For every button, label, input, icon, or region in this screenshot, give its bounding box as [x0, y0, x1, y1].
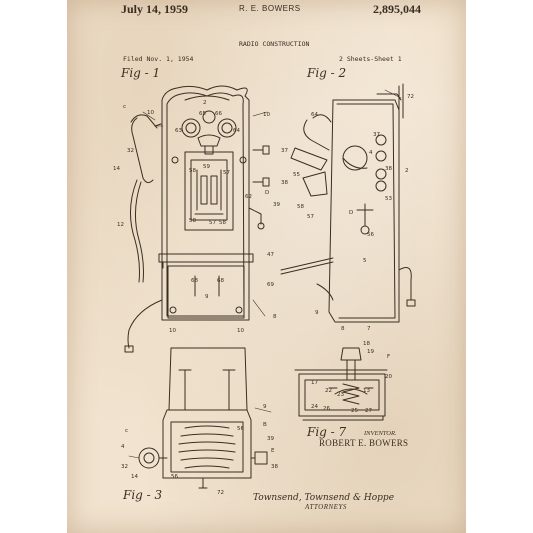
svg-text:12: 12 — [117, 222, 124, 228]
svg-text:20: 20 — [385, 374, 392, 380]
svg-text:14: 14 — [113, 166, 120, 172]
svg-text:10: 10 — [263, 112, 270, 118]
fig2-label: Fig - 2 — [307, 66, 347, 80]
svg-text:58: 58 — [219, 220, 226, 226]
svg-text:9: 9 — [315, 310, 319, 316]
svg-text:4: 4 — [121, 444, 125, 450]
inventor-label: INVENTOR. — [364, 430, 397, 437]
svg-text:24: 24 — [311, 404, 318, 410]
svg-text:17: 17 — [311, 380, 318, 386]
svg-text:56: 56 — [171, 474, 178, 480]
svg-text:39: 39 — [273, 202, 280, 208]
svg-text:55: 55 — [293, 172, 300, 178]
svg-text:D: D — [349, 210, 353, 216]
svg-text:9: 9 — [263, 404, 267, 410]
svg-text:65: 65 — [199, 111, 206, 117]
svg-text:2: 2 — [203, 100, 207, 106]
svg-text:37: 37 — [373, 132, 380, 138]
svg-text:c: c — [125, 428, 128, 434]
svg-text:8: 8 — [273, 314, 277, 320]
fig3-drawing — [139, 348, 267, 488]
svg-text:7: 7 — [367, 326, 371, 332]
svg-text:37: 37 — [281, 148, 288, 154]
svg-text:68: 68 — [217, 278, 224, 284]
svg-text:26: 26 — [323, 406, 330, 412]
svg-text:B: B — [263, 422, 267, 428]
svg-text:10: 10 — [237, 328, 244, 334]
reference-leaders — [129, 90, 401, 458]
svg-text:10: 10 — [169, 328, 176, 334]
svg-text:72: 72 — [217, 490, 224, 496]
attorneys-label: ATTORNEYS — [305, 503, 347, 511]
sheet-count: 2 Sheets-Sheet 1 — [339, 55, 402, 63]
svg-text:64: 64 — [233, 128, 240, 134]
svg-text:D: D — [265, 190, 269, 196]
patent-number: 2,895,044 — [373, 2, 421, 16]
svg-text:69: 69 — [267, 282, 274, 288]
patent-date: July 14, 1959 — [121, 2, 189, 16]
svg-text:18: 18 — [363, 341, 370, 347]
fig2-drawing — [281, 84, 415, 322]
fig7-drawing — [295, 348, 387, 420]
svg-text:57: 57 — [223, 170, 230, 176]
patent-sheet: July 14, 1959 R. E. BOWERS 2,895,044 RAD… — [67, 0, 466, 533]
fig1-drawing — [125, 86, 269, 352]
svg-text:10: 10 — [147, 110, 154, 116]
svg-text:F: F — [387, 354, 390, 360]
fig7-label: Fig - 7 — [307, 425, 347, 439]
svg-text:2: 2 — [405, 168, 409, 174]
svg-text:38: 38 — [281, 180, 288, 186]
svg-text:38: 38 — [385, 166, 392, 172]
svg-text:25: 25 — [351, 408, 358, 414]
svg-text:5: 5 — [363, 258, 367, 264]
svg-text:13: 13 — [363, 388, 370, 394]
svg-text:62: 62 — [245, 194, 252, 200]
svg-text:23: 23 — [337, 392, 344, 398]
svg-text:47: 47 — [267, 252, 274, 258]
patent-title: RADIO CONSTRUCTION — [239, 40, 310, 48]
fig3-label: Fig - 3 — [123, 488, 163, 502]
svg-text:72: 72 — [407, 94, 414, 100]
fig1-label: Fig - 1 — [121, 66, 161, 80]
svg-text:22: 22 — [325, 388, 332, 394]
svg-text:8: 8 — [341, 326, 345, 332]
svg-text:9: 9 — [205, 294, 209, 300]
svg-text:E: E — [271, 448, 275, 454]
svg-text:58: 58 — [297, 204, 304, 210]
svg-text:66: 66 — [215, 111, 222, 117]
svg-text:57: 57 — [209, 220, 216, 226]
svg-text:4: 4 — [369, 150, 373, 156]
svg-text:56: 56 — [237, 426, 244, 432]
svg-text:64: 64 — [311, 112, 318, 118]
svg-text:56: 56 — [367, 232, 374, 238]
svg-text:32: 32 — [127, 148, 134, 154]
inventor-header: R. E. BOWERS — [239, 4, 301, 13]
attorney-signature: Townsend, Townsend & Hoppe — [253, 493, 395, 503]
svg-text:53: 53 — [385, 196, 392, 202]
svg-text:39: 39 — [267, 436, 274, 442]
filed-date: Filed Nov. 1, 1954 — [123, 55, 194, 63]
inventor-name: ROBERT E. BOWERS — [319, 438, 409, 448]
svg-text:57: 57 — [307, 214, 314, 220]
svg-text:68: 68 — [191, 278, 198, 284]
svg-text:59: 59 — [203, 164, 210, 170]
svg-text:38: 38 — [271, 464, 278, 470]
svg-text:14: 14 — [131, 474, 138, 480]
svg-text:c: c — [123, 104, 126, 110]
svg-text:63: 63 — [175, 128, 182, 134]
svg-text:27: 27 — [365, 408, 372, 414]
svg-text:19: 19 — [367, 349, 374, 355]
svg-text:58: 58 — [189, 218, 196, 224]
svg-text:58: 58 — [189, 168, 196, 174]
svg-text:32: 32 — [121, 464, 128, 470]
